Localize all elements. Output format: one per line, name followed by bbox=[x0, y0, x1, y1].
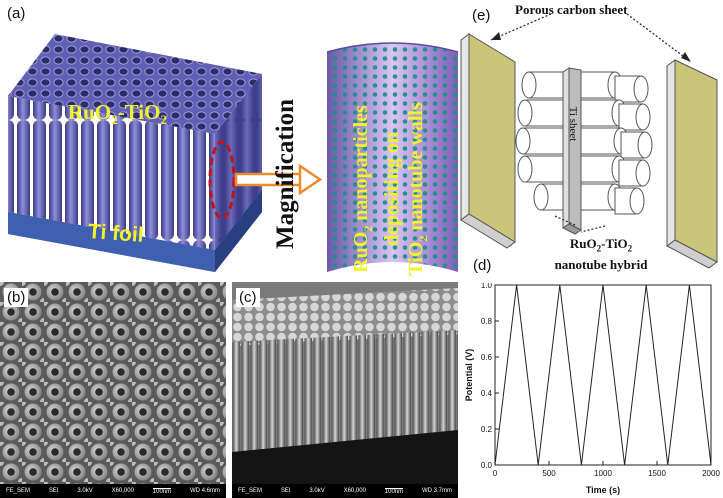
top-surface bbox=[8, 34, 262, 134]
sem-texture-tubes bbox=[232, 282, 458, 498]
device-schematic bbox=[460, 13, 718, 269]
right-carbon-sheet bbox=[666, 59, 718, 269]
sem-image-cross-section: (c) FE_SEM SEI 3.0kV X60,000 100nm WD 3.… bbox=[232, 282, 458, 498]
panel-c-label: (c) bbox=[236, 288, 260, 307]
y-tick-label: 0.0 bbox=[481, 461, 493, 470]
nanotube-bundle-right bbox=[580, 71, 653, 215]
left-carbon-sheet bbox=[460, 33, 516, 249]
y-tick-label: 0.4 bbox=[481, 389, 493, 398]
sem-texture-porous bbox=[0, 282, 226, 498]
x-tick-label: 1500 bbox=[648, 469, 666, 478]
magnification-arrow bbox=[234, 163, 323, 196]
magnification-label: Magnification bbox=[272, 99, 299, 249]
panel-e-label: (e) bbox=[469, 6, 494, 25]
nanotube-bundle-left bbox=[515, 71, 570, 211]
sem-image-top-view: (b) FE_SEM SEI 3.0kV X60,000 100nm WD 4.… bbox=[0, 282, 226, 498]
panel-d-label: (d) bbox=[470, 256, 495, 275]
x-tick-label: 0 bbox=[493, 469, 498, 478]
magnified-wall-caption: RuO2 nanoparticles depositing on TiO2 na… bbox=[350, 102, 430, 276]
ti-foil-label: Ti foil bbox=[87, 220, 145, 247]
y-tick-label: 0.8 bbox=[481, 317, 493, 326]
x-tick-label: 500 bbox=[542, 469, 556, 478]
series-line bbox=[494, 284, 712, 466]
magnified-tube-wall bbox=[326, 42, 459, 272]
panel-b-label: (b) bbox=[4, 288, 29, 307]
ruo2-tio2-array-label: RuO2-TiO2 bbox=[68, 100, 167, 128]
y-axis-label: Potential (V) bbox=[464, 349, 474, 402]
x-axis-label: Time (s) bbox=[586, 485, 620, 495]
panel-a-label: (a) bbox=[4, 4, 29, 23]
y-tick-label: 0.6 bbox=[481, 353, 493, 362]
hybrid-label: RuO2-TiO2 nanotube hybrid bbox=[554, 236, 648, 272]
panel-a: (a) RuO2-TiO2 Ti foil Magnification RuO2… bbox=[0, 0, 460, 280]
sem-info-bar-c: FE_SEM SEI 3.0kV X60,000 100nm WD 3.7mm bbox=[232, 484, 458, 498]
callout-arrows bbox=[490, 13, 692, 233]
panel-e: (e) Porous carbon sheet Ti sheet RuO2-Ti… bbox=[455, 0, 723, 282]
x-tick-label: 2000 bbox=[702, 469, 720, 478]
ti-sheet-label: Ti sheet bbox=[567, 106, 579, 142]
nanotube-array-illustration bbox=[8, 34, 459, 272]
y-tick-label: 0.2 bbox=[481, 425, 493, 434]
y-tick-label: 1.0 bbox=[481, 283, 493, 290]
sem-info-bar-b: FE_SEM SEI 3.0kV X60,000 100nm WD 4.6mm bbox=[0, 484, 226, 498]
ti-sheet bbox=[562, 67, 582, 235]
magnification-circle bbox=[208, 140, 236, 220]
x-tick-label: 1000 bbox=[594, 469, 612, 478]
porous-carbon-label: Porous carbon sheet bbox=[515, 2, 628, 17]
potential-time-chart: 0.0 0.2 0.4 0.6 0.8 1.0 0 500 1000 1500 2000 Time… bbox=[464, 283, 720, 495]
